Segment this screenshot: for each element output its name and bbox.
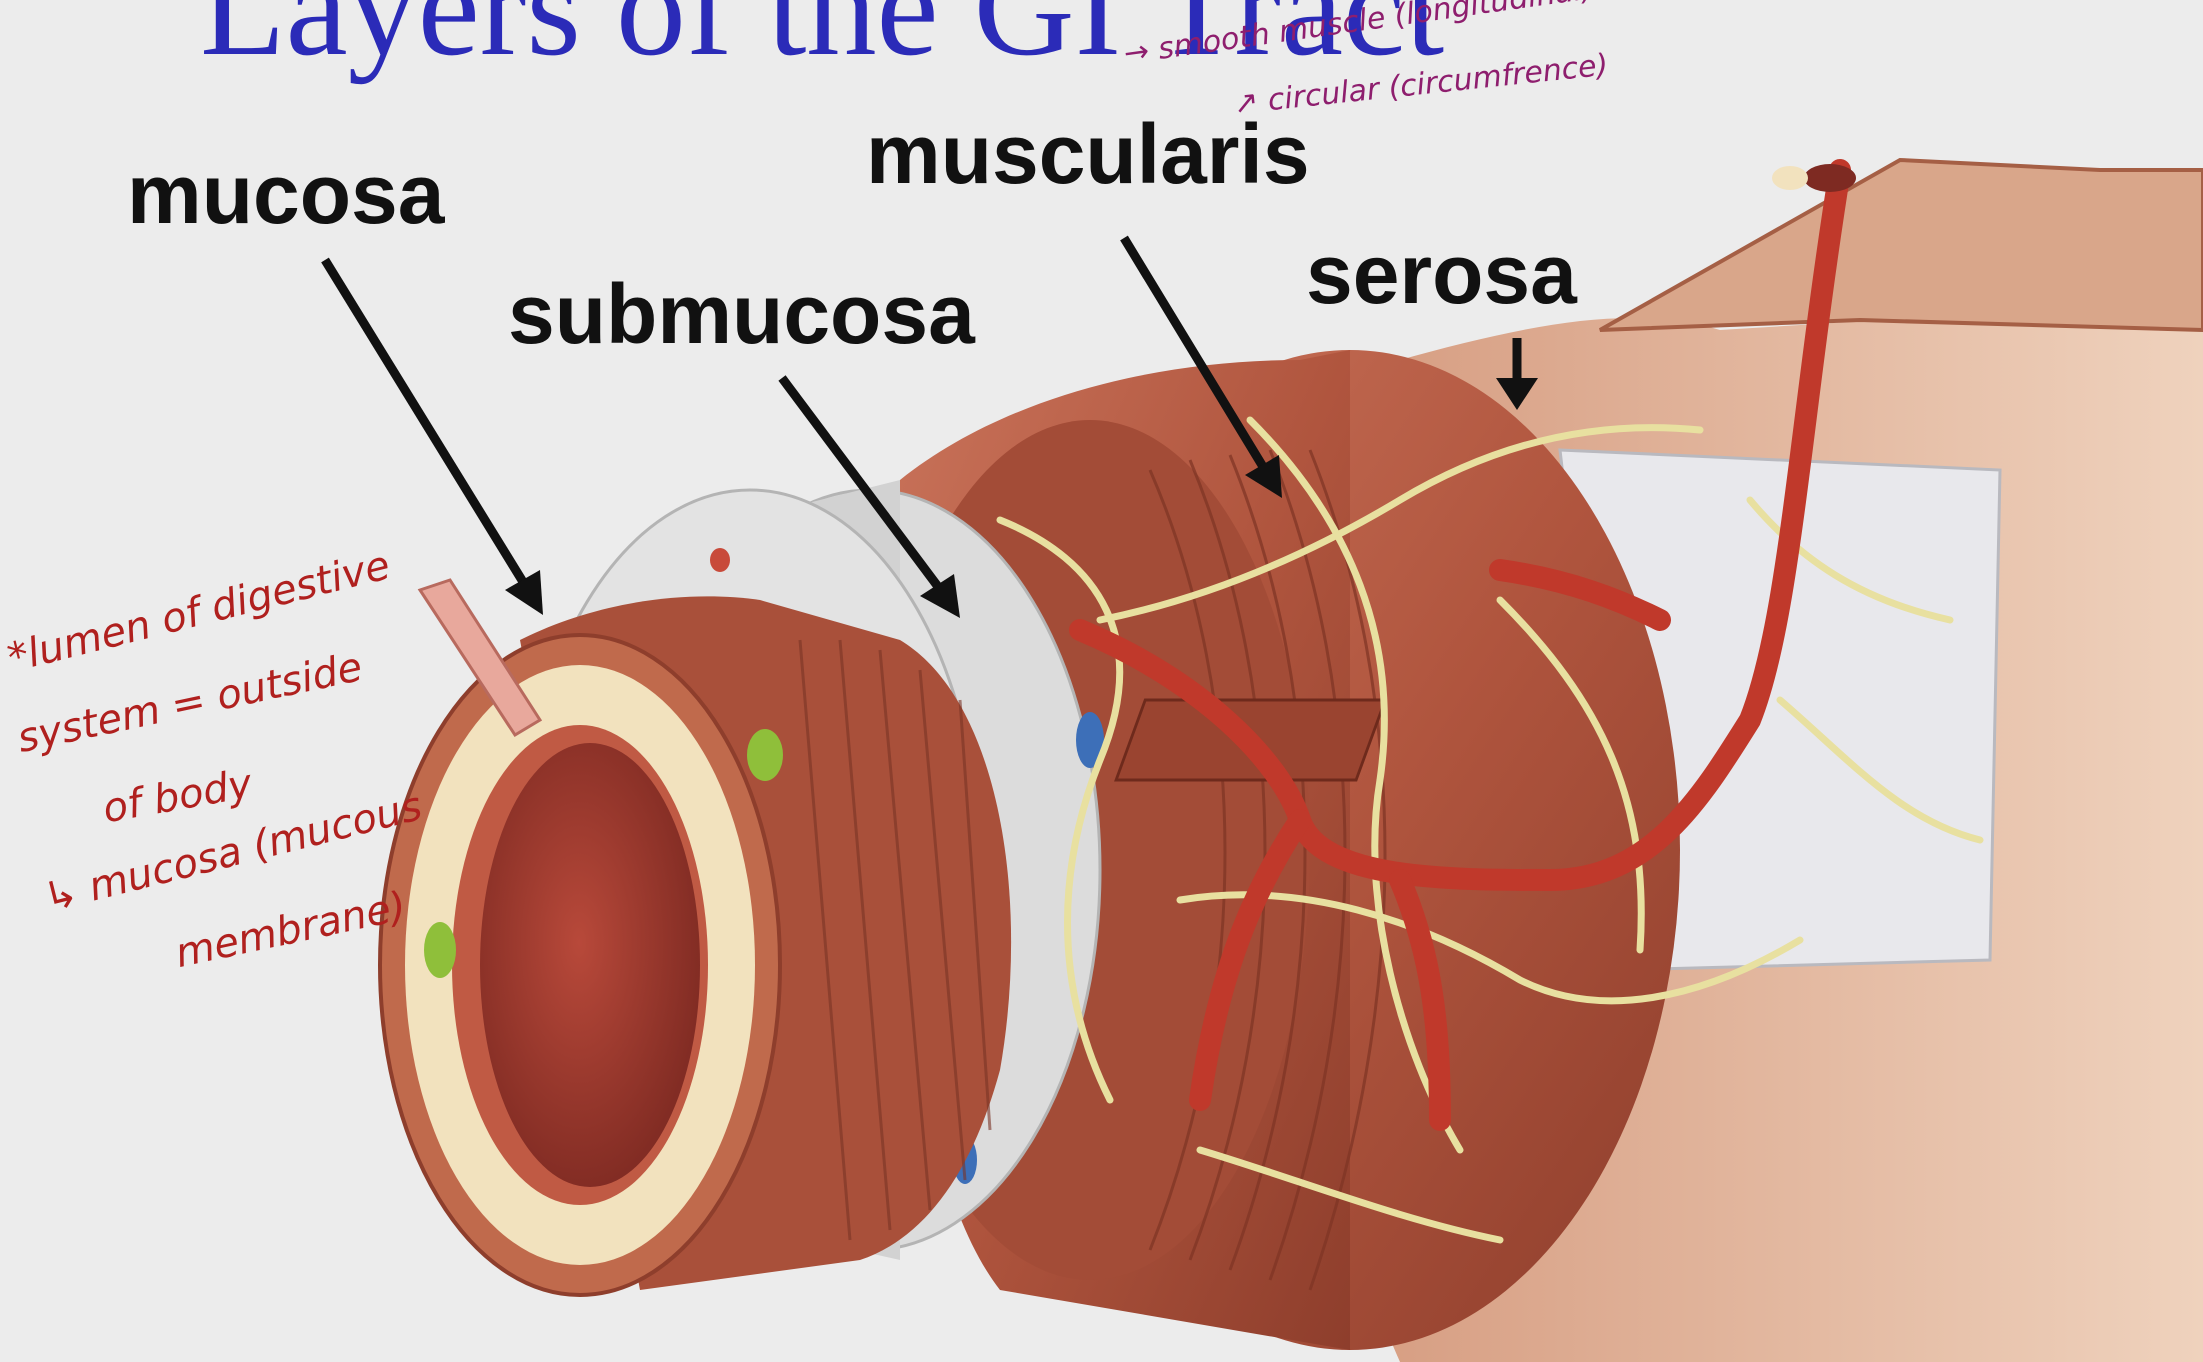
diagram-title: Layers of the GI Tract (200, 0, 1445, 85)
serosa-arrow (1496, 338, 1538, 410)
mucosa-layer (378, 578, 1012, 1297)
blood-vessels (1069, 159, 1851, 1131)
submucosa-label: submucosa (508, 267, 975, 361)
muscularis-arrow (1120, 235, 1282, 498)
artery-opening (1804, 164, 1856, 192)
submucosa-arrow (778, 375, 960, 618)
label-arrows (321, 235, 1538, 618)
serosa-label: serosa (1306, 227, 1577, 321)
mucosa-arrow (321, 257, 543, 615)
nerve-network (996, 416, 1984, 1244)
muscularis-label: muscularis (866, 107, 1310, 201)
mucosa-label: mucosa (127, 147, 445, 241)
nerve-opening (1772, 166, 1808, 190)
